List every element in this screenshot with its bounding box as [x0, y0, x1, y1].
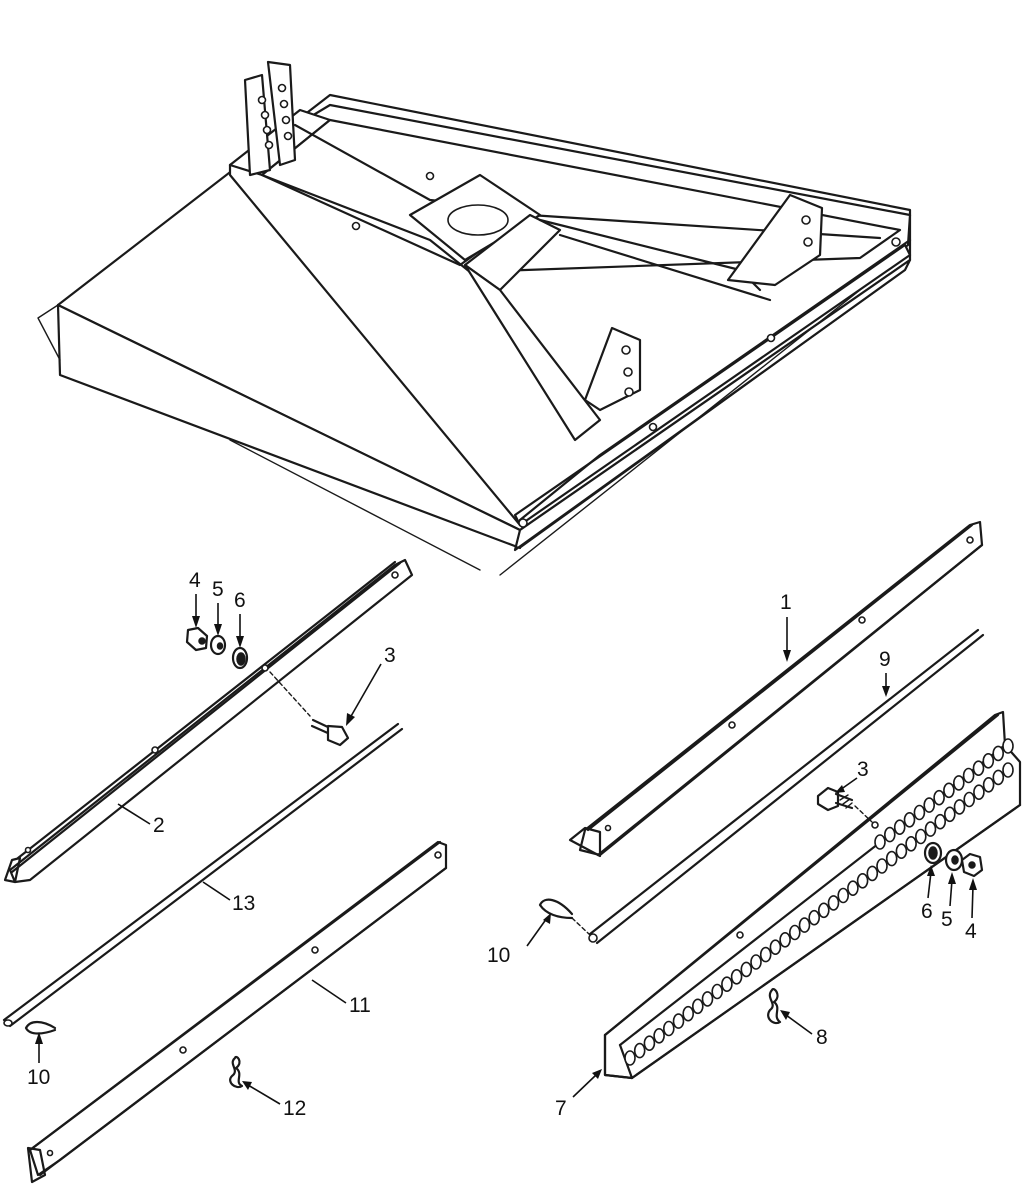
- callout-10-right: 10: [487, 944, 510, 967]
- adjustment-slot: [992, 745, 1005, 762]
- adjustment-slot: [769, 939, 782, 956]
- part-11-rail: [26, 840, 448, 1184]
- callout-6-left: 6: [234, 589, 246, 612]
- hair-pin-12: [229, 1055, 244, 1089]
- callout-5-left: 5: [212, 578, 224, 601]
- adjustment-slot: [643, 1035, 656, 1051]
- adjustment-slot: [721, 976, 733, 993]
- adjustment-slot: [1002, 738, 1014, 754]
- callout-12: 12: [283, 1097, 306, 1120]
- adjustment-slot: [750, 954, 762, 970]
- adjustment-slot: [633, 1042, 646, 1059]
- adjustment-slot: [662, 1020, 675, 1037]
- adjustment-slot: [827, 895, 840, 911]
- mower-deck: [37, 60, 912, 576]
- callout-13: 13: [232, 892, 255, 915]
- adjustment-slot: [933, 789, 945, 806]
- adjustment-slot: [817, 902, 830, 919]
- bolt-right: [816, 786, 873, 823]
- adjustment-slot: [962, 767, 975, 784]
- adjustment-slot: [856, 872, 869, 889]
- cotter-pin-right: [538, 898, 574, 920]
- adjustment-slot: [701, 991, 714, 1007]
- adjustment-slot: [905, 835, 917, 852]
- adjustment-slot: [973, 784, 985, 801]
- adjustment-slot: [730, 968, 743, 985]
- callout-10-left: 10: [27, 1066, 50, 1089]
- callout-6-right: 6: [921, 900, 933, 923]
- callout-4-right: 4: [965, 920, 977, 943]
- adjustment-slot: [893, 819, 906, 836]
- hair-pin-8: [767, 988, 782, 1025]
- lift-bracket-left: [243, 73, 272, 177]
- adjustment-slot: [624, 1050, 636, 1066]
- callout-3-left: 3: [384, 644, 396, 667]
- adjustment-slot: [672, 1013, 685, 1029]
- adjustment-slot: [914, 828, 927, 845]
- callout-4-left: 4: [189, 569, 201, 592]
- part-7-angle-bar: [603, 710, 1022, 1080]
- adjustment-slot: [982, 776, 995, 793]
- adjustment-slot: [711, 983, 724, 1000]
- adjustment-slot: [876, 858, 888, 874]
- callout-9: 9: [879, 648, 891, 671]
- adjustment-slot: [924, 821, 937, 837]
- callout-2: 2: [153, 814, 165, 837]
- adjustment-slot: [779, 931, 791, 948]
- gearbox-hole: [447, 204, 509, 236]
- adjustment-slot: [691, 998, 704, 1015]
- callout-8: 8: [816, 1026, 828, 1049]
- left-hardware: [24, 626, 350, 1089]
- callout-5-right: 5: [941, 908, 953, 931]
- cotter-pin-left: [24, 1020, 57, 1035]
- adjustment-slot: [972, 760, 985, 777]
- adjustment-slot: [923, 797, 936, 813]
- right-hardware: [538, 786, 984, 1025]
- adjustment-slot: [952, 775, 965, 791]
- part-13-rod: [2, 722, 404, 1028]
- part-2-rail: [3, 558, 414, 884]
- callout-1: 1: [780, 591, 792, 614]
- part-9-rod: [588, 628, 985, 945]
- adjustment-slot: [847, 880, 859, 897]
- bolt-left: [269, 671, 350, 747]
- adjustment-slot: [837, 887, 850, 904]
- adjustment-slot: [874, 834, 886, 850]
- adjustment-slot: [759, 946, 772, 963]
- adjustment-slot: [808, 909, 821, 926]
- callouts: 1 9 3 6 5 4 10 8 7 4: [27, 569, 977, 1120]
- adjustment-slot: [953, 799, 966, 815]
- adjustment-slot: [943, 782, 955, 799]
- rear-bracket-right: [726, 193, 824, 287]
- adjustment-slot: [740, 961, 753, 978]
- callout-3-right: 3: [857, 758, 869, 781]
- adjustment-slot: [866, 865, 879, 882]
- adjustment-slot: [895, 843, 908, 860]
- adjustment-slot: [653, 1028, 665, 1044]
- adjustment-slot: [913, 804, 926, 821]
- adjustment-slot: [943, 806, 956, 823]
- adjustment-slot: [885, 850, 898, 867]
- adjustment-slot: [982, 752, 995, 769]
- adjustment-slot: [934, 813, 947, 830]
- adjustment-slot: [798, 917, 811, 933]
- adjustment-slot: [903, 811, 916, 828]
- adjustment-slot: [992, 769, 1005, 786]
- adjustment-slot: [963, 791, 976, 808]
- adjustment-slot: [682, 1005, 695, 1022]
- part-1-rail: [568, 520, 984, 858]
- callout-7: 7: [555, 1097, 567, 1120]
- adjustment-slot: [1002, 762, 1014, 778]
- adjustment-slot: [883, 826, 896, 843]
- adjustment-slot: [788, 924, 801, 941]
- callout-11: 11: [349, 994, 371, 1017]
